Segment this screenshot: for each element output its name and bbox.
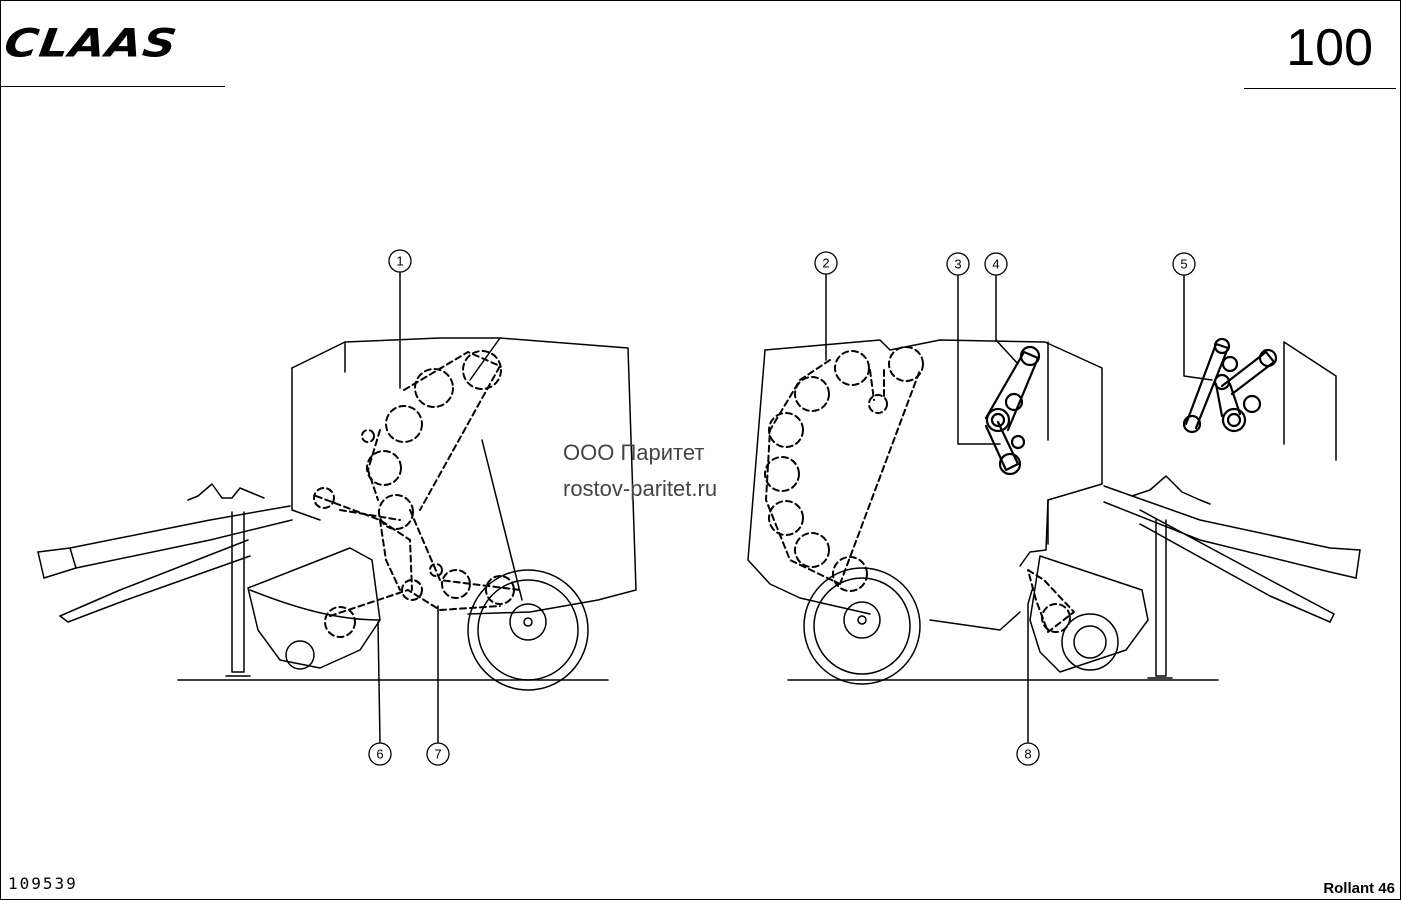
svg-text:1: 1: [396, 254, 403, 269]
model-name: Rollant 46: [1323, 880, 1395, 897]
svg-text:5: 5: [1180, 257, 1187, 272]
left-baler-view: [37, 271, 637, 743]
watermark-url: rostov-paritet.ru: [563, 476, 718, 501]
callout-6: 6: [368, 742, 392, 766]
callout-8: 8: [1016, 742, 1040, 766]
watermark-company: ООО Паритет: [563, 440, 705, 465]
callout-3: 3: [946, 252, 970, 276]
callout-5: 5: [1172, 252, 1196, 276]
callout-1: 1: [388, 249, 412, 273]
page-number: 100: [1286, 19, 1373, 77]
svg-text:3: 3: [954, 257, 961, 272]
logo-underline: [0, 86, 225, 87]
callout-2: 2: [814, 251, 838, 275]
svg-text:7: 7: [434, 747, 441, 762]
svg-text:4: 4: [992, 257, 999, 272]
callout-7: 7: [426, 742, 450, 766]
drawing-number: 109539: [8, 874, 78, 893]
svg-text:6: 6: [376, 747, 383, 762]
svg-text:2: 2: [822, 256, 829, 271]
right-baler-view: [747, 273, 1361, 743]
callout-4: 4: [984, 252, 1008, 276]
svg-text:8: 8: [1024, 747, 1031, 762]
page-number-underline: [1244, 88, 1396, 89]
